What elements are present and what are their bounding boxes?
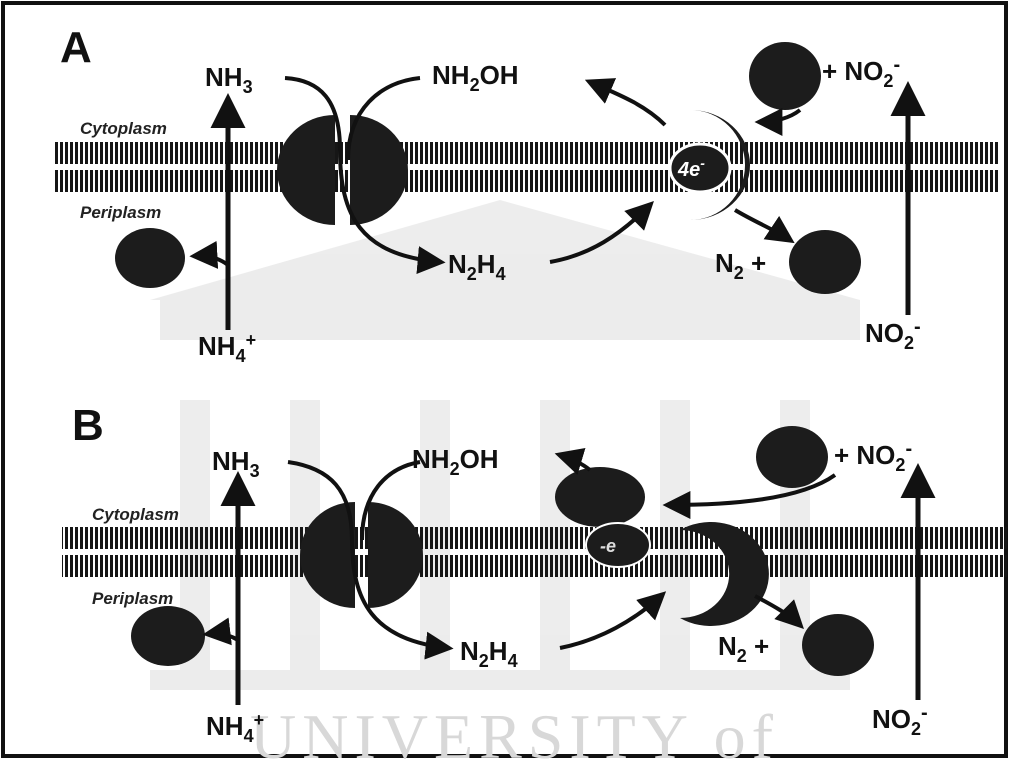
panel-b-electrons-label: -e [600,536,616,556]
panel-b-nh4-label: NH4+ [206,710,264,746]
panel-b-transporter-right [368,502,423,608]
panel-b-cytoplasm-label: Cytoplasm [92,505,179,524]
panel-b-nh3-label: NH3 [212,446,260,481]
panel-a-nh2oh-label: NH2OH [432,60,519,95]
panel-a-cytoplasm-label: Cytoplasm [80,119,167,138]
panel-a-electrons-label: 4e- [677,155,705,181]
panel-a-arrow-cofactor-to-enzyme [754,107,802,136]
panel-b-arrow-nh2oh-curve [360,460,421,541]
panel-a-letter: A [60,23,92,72]
panel-a-no2-out-label: + NO2- [822,54,900,91]
panel-b-no2-out-label: + NO2- [834,438,912,475]
panel-b-n2h4-label: N2H4 [460,636,518,671]
panel-b-membrane-bottom [62,555,1007,577]
panel-a-periplasm-label: Periplasm [80,203,161,222]
panel-a-transporter-left [277,115,335,225]
panel-b-no2-in-label: NO2- [872,702,928,739]
panel-b-arrow-cofactor-to-enzyme [662,473,837,519]
panel-a-arrow-nh2oh-curve [346,76,421,161]
panel-a-n2h4-label: N2H4 [448,249,506,284]
panel-b-enzyme-upper [555,467,645,527]
panel-a-membrane-bottom [55,170,1000,192]
panel-b-membrane-top [62,527,1007,549]
panel-a-arrow-enzyme-to-n2 [733,208,795,244]
panel-b-arrow-nh3-curve [287,460,454,660]
watermark-text: UNIVERSITY of [250,701,779,759]
panel-a-membrane-top [55,142,1000,164]
panel-b-cofactor-cytoplasm [756,426,828,488]
panel-b-letter: B [72,401,104,450]
panel-a-cofactor-cytoplasm [749,42,821,110]
panel-b-arrow-nh4-to-cofactor [202,617,240,646]
panel-b-arrow-n2h4-to-enzyme [559,591,667,650]
panel-b-cofactor-n2 [802,614,874,676]
panel-a-n2-label: N2 + [715,248,766,283]
panel-b-enzyme-core [585,522,651,568]
panel-a-cofactor-n2 [789,230,861,294]
panel-b-n2-label: N2 + [718,631,769,666]
panel-a-enzyme-core [668,142,732,194]
panel-a-arrow-nh4-to-cofactor [189,240,230,269]
panel-a: A Cytoplasm Periplasm 4e- NH3 NH2OH N2H4… [55,23,1000,366]
panel-b-periplasm-label: Periplasm [92,589,173,608]
panel-a-arrow-n2h4-to-enzyme [549,201,654,264]
panel-b-arrow-enzyme-to-n2 [754,594,804,629]
panel-b-nh2oh-label: NH2OH [412,444,499,479]
panel-a-nh3-label: NH3 [205,62,253,97]
panel-a-transporter-right [350,115,408,225]
panel-a-cofactor-periplasm [115,228,185,288]
panel-b-arrow-to-nh2oh [554,448,592,475]
panel-a-no2-in-label: NO2- [865,316,921,353]
panel-b-transporter-left [300,502,355,608]
panel-b-enzyme-crescent [680,522,769,626]
panel-b-cofactor-periplasm [131,606,205,666]
panel-a-arrow-nh3-curve [284,76,446,274]
panel-b: B Cytoplasm Periplasm -e NH3 NH2OH N2H4 [62,401,1007,746]
panel-a-nh4-label: NH4+ [198,330,256,366]
panel-a-arrow-to-nh2oh [584,78,667,127]
